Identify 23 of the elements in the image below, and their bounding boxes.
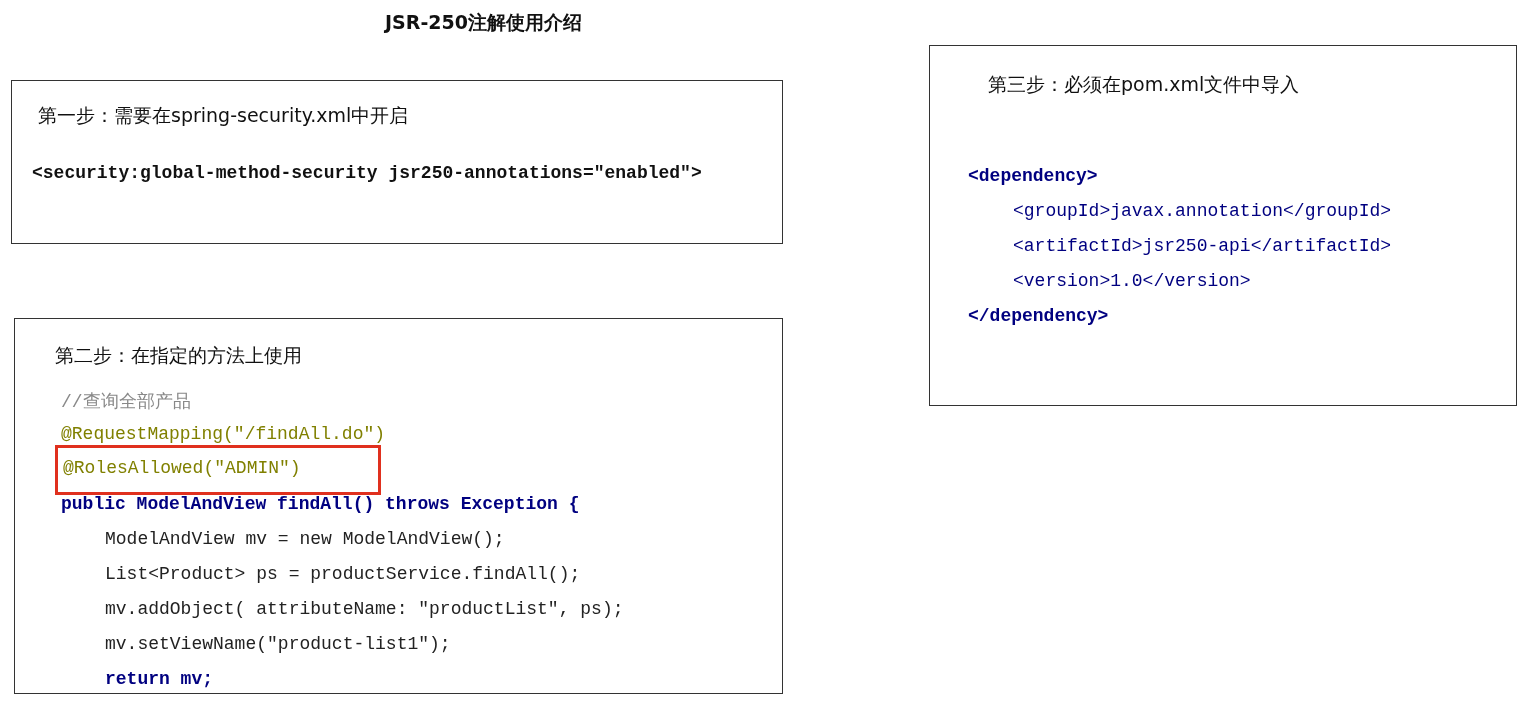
code-line: <version>1.0</version> [1013,271,1251,291]
code-line: ModelAndView mv = new ModelAndView(); [105,529,505,549]
code-line: //查询全部产品 [61,391,191,413]
step-card [14,318,783,694]
step-heading: 第二步：在指定的方法上使用 [55,343,302,368]
code-line: return mv; [105,669,214,689]
slide-title: JSR-250注解使用介绍 [385,10,582,35]
code-line: <security:global-method-security jsr250-annotations="enabled"> [32,163,702,183]
highlight-frame [55,445,381,495]
code-line: </dependency> [968,306,1109,326]
code-line: mv.setViewName("product-list1"); [105,634,451,654]
code-line: @RolesAllowed("ADMIN") [63,458,301,478]
code-line: public ModelAndView findAll() throws Exception { [61,494,580,514]
code-line: <groupId>javax.annotation</groupId> [1013,201,1392,221]
step-heading: 第一步：需要在spring-security.xml中开启 [38,103,409,128]
code-line: @RequestMapping("/findAll.do") [61,424,386,444]
step-heading: 第三步：必须在pom.xml文件中导入 [988,72,1300,97]
code-line: mv.addObject( attributeName: "productList", ps); [105,599,624,619]
code-line: List<Product> ps = productService.findAll(); [105,564,581,584]
code-line: <artifactId>jsr250-api</artifactId> [1013,236,1392,256]
step-card [11,80,783,244]
step-card [929,45,1517,406]
code-line: <dependency> [968,166,1098,186]
